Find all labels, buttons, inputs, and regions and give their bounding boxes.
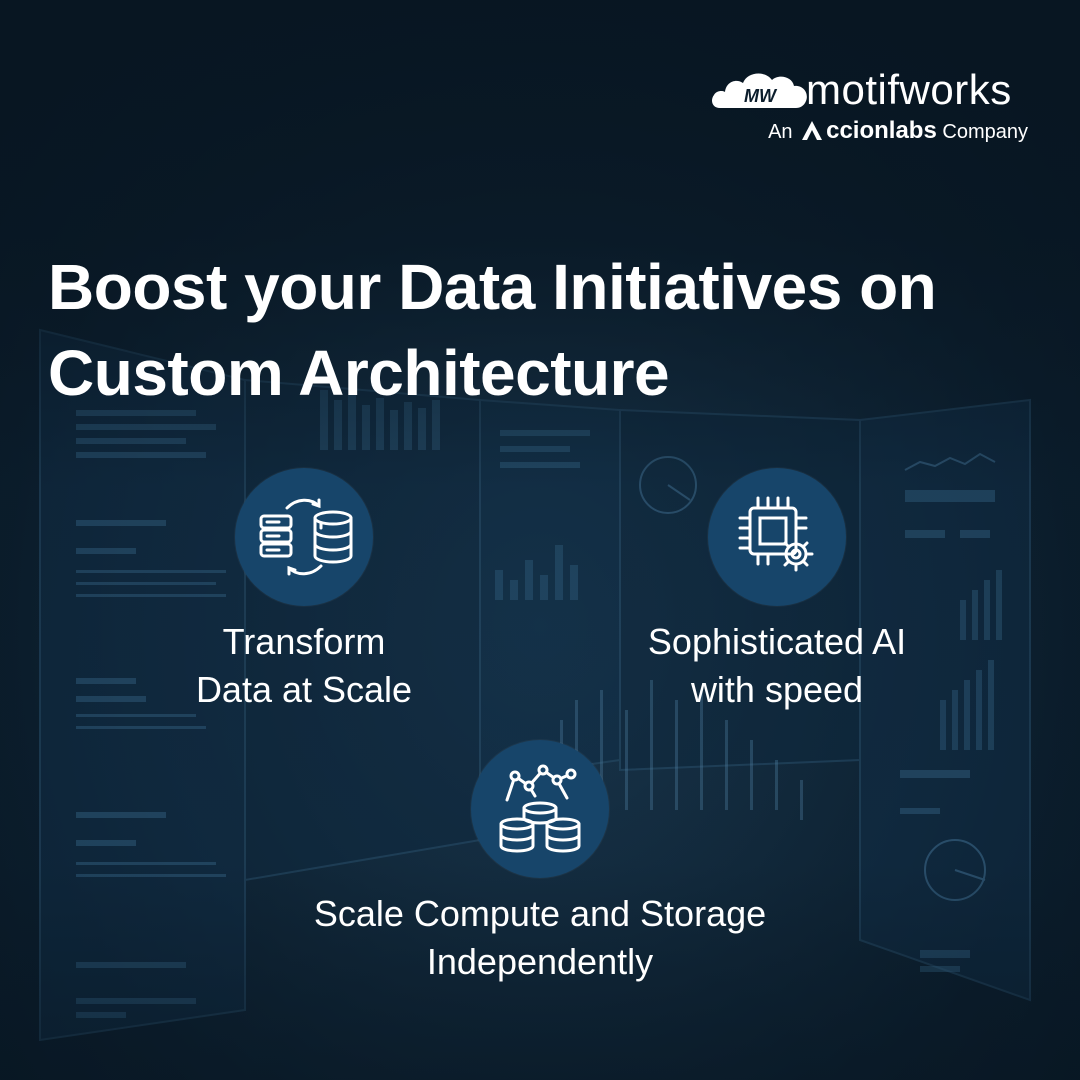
feature-icon-circle <box>471 740 609 878</box>
feature-sophisticated-ai: Sophisticated AI with speed <box>617 468 937 714</box>
feature-label-line-2: Data at Scale <box>195 669 413 710</box>
feature-transform-data: Transform Data at Scale <box>154 468 454 714</box>
feature-icon-circle <box>708 468 846 606</box>
feature-label: Sophisticated AI with speed <box>617 618 937 714</box>
logo-name: motifworks <box>806 66 1012 113</box>
feature-label-line-2: Independently <box>426 941 654 982</box>
feature-label-line-1: Sophisticated AI <box>647 621 907 662</box>
feature-scale-compute-storage: Scale Compute and Storage Independently <box>255 740 825 986</box>
accionlabs-a-icon <box>802 121 823 140</box>
headline-line-2: Custom Architecture <box>48 337 670 409</box>
feature-icon-circle <box>235 468 373 606</box>
feature-label: Transform Data at Scale <box>154 618 454 714</box>
feature-label-line-2: with speed <box>690 669 864 710</box>
logo-sub-suffix: Company <box>942 121 1028 143</box>
database-transform-icon <box>259 498 353 576</box>
motifworks-logo: MW motifworks An ccionlabs Company <box>710 64 1030 154</box>
compute-storage-icon <box>499 764 581 853</box>
headline: Boost your Data Initiatives on Custom Ar… <box>48 244 1048 416</box>
feature-label-line-1: Transform <box>222 621 386 662</box>
feature-label-line-1: Scale Compute and Storage <box>313 893 767 934</box>
feature-label: Scale Compute and Storage Independently <box>255 890 825 986</box>
headline-line-1: Boost your Data Initiatives on <box>48 251 937 323</box>
svg-text:MW: MW <box>744 86 778 106</box>
logo-sub-prefix: An <box>768 121 793 143</box>
cloud-logo-icon: MW <box>712 73 807 108</box>
ai-chip-gear-icon <box>738 496 814 572</box>
logo-tagline: An ccionlabs Company <box>768 116 1028 147</box>
logo-sub-brand: ccionlabs <box>826 117 937 144</box>
